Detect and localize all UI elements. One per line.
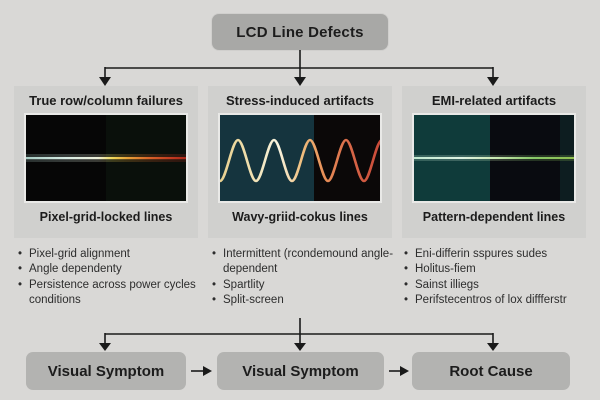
arrowhead-right-icon bbox=[400, 366, 409, 376]
category-header: EMI-related artifacts bbox=[431, 93, 557, 108]
category-card-stress-artifacts: Stress-induced artifacts Wavy-griid-coku… bbox=[208, 86, 392, 238]
bullet-icon: • bbox=[212, 294, 217, 307]
bullet-item: •Angle dependenty bbox=[18, 262, 206, 277]
category-sublabel: Wavy-griid-cokus lines bbox=[232, 210, 368, 224]
bullet-item: •Intermittent (rcondemound angle-depende… bbox=[212, 247, 402, 278]
bullet-list-emi-artifacts: •Eni-differin sspures sudes •Holitus-fie… bbox=[404, 247, 596, 309]
arrowhead-right-icon bbox=[203, 366, 212, 376]
bottom-node-visual-symptom-1: Visual Symptom bbox=[26, 352, 186, 390]
arrowhead-down-icon bbox=[294, 343, 306, 351]
category-sublabel: Pattern-dependent lines bbox=[422, 210, 566, 224]
bullet-icon: • bbox=[18, 278, 23, 291]
bullet-item: •Eni-differin sspures sudes bbox=[404, 247, 596, 262]
bullet-item: •Persistence across power cycles conditi… bbox=[18, 278, 206, 309]
arrowhead-down-icon bbox=[99, 343, 111, 351]
category-card-true-failures: True row/column failures Pixel-grid-lock… bbox=[14, 86, 198, 238]
category-header: Stress-induced artifacts bbox=[225, 93, 375, 108]
root-node-label: LCD Line Defects bbox=[236, 23, 364, 41]
arrowhead-down-icon bbox=[487, 343, 499, 351]
bullet-item: •Holitus-fiem bbox=[404, 262, 596, 277]
bottom-node-visual-symptom-2: Visual Symptom bbox=[217, 352, 384, 390]
bullet-icon: • bbox=[404, 263, 409, 276]
bullet-icon: • bbox=[404, 278, 409, 291]
bottom-node-label: Visual Symptom bbox=[242, 362, 359, 380]
bottom-node-label: Root Cause bbox=[449, 362, 533, 380]
arrowhead-down-icon bbox=[99, 77, 111, 86]
bullet-item: •Split-screen bbox=[212, 293, 402, 308]
bullet-item: •Perifstecentros of lox diffferstr bbox=[404, 293, 596, 308]
root-node-lcd-line-defects: LCD Line Defects bbox=[212, 14, 388, 50]
bottom-node-label: Visual Symptom bbox=[47, 362, 165, 380]
bottom-node-root-cause: Root Cause bbox=[412, 352, 570, 390]
bullet-item: •Spartlity bbox=[212, 278, 402, 293]
bullet-icon: • bbox=[404, 248, 409, 260]
bullet-item: •Sainst illiegs bbox=[404, 278, 596, 293]
defect-screenshot-horizontal-line-icon bbox=[24, 113, 188, 203]
bullet-icon: • bbox=[18, 248, 23, 260]
category-header: True row/column failures bbox=[29, 93, 183, 108]
bullet-item: •Pixel-grid alignment bbox=[18, 247, 206, 262]
defect-screenshot-green-line-icon bbox=[412, 113, 576, 203]
arrowhead-down-icon bbox=[294, 77, 306, 86]
category-card-emi-artifacts: EMI-related artifacts Pattern-dependent … bbox=[402, 86, 586, 238]
arrowhead-down-icon bbox=[487, 77, 499, 86]
bullet-list-true-failures: •Pixel-grid alignment •Angle dependenty … bbox=[18, 247, 206, 309]
bullet-list-stress-artifacts: •Intermittent (rcondemound angle-depende… bbox=[212, 247, 402, 309]
bullet-icon: • bbox=[404, 294, 409, 307]
bullet-icon: • bbox=[18, 263, 23, 276]
bullet-icon: • bbox=[212, 248, 217, 260]
defect-screenshot-wavy-line-icon bbox=[218, 113, 382, 203]
bullet-icon: • bbox=[212, 278, 217, 291]
category-sublabel: Pixel-grid-locked lines bbox=[39, 210, 173, 224]
